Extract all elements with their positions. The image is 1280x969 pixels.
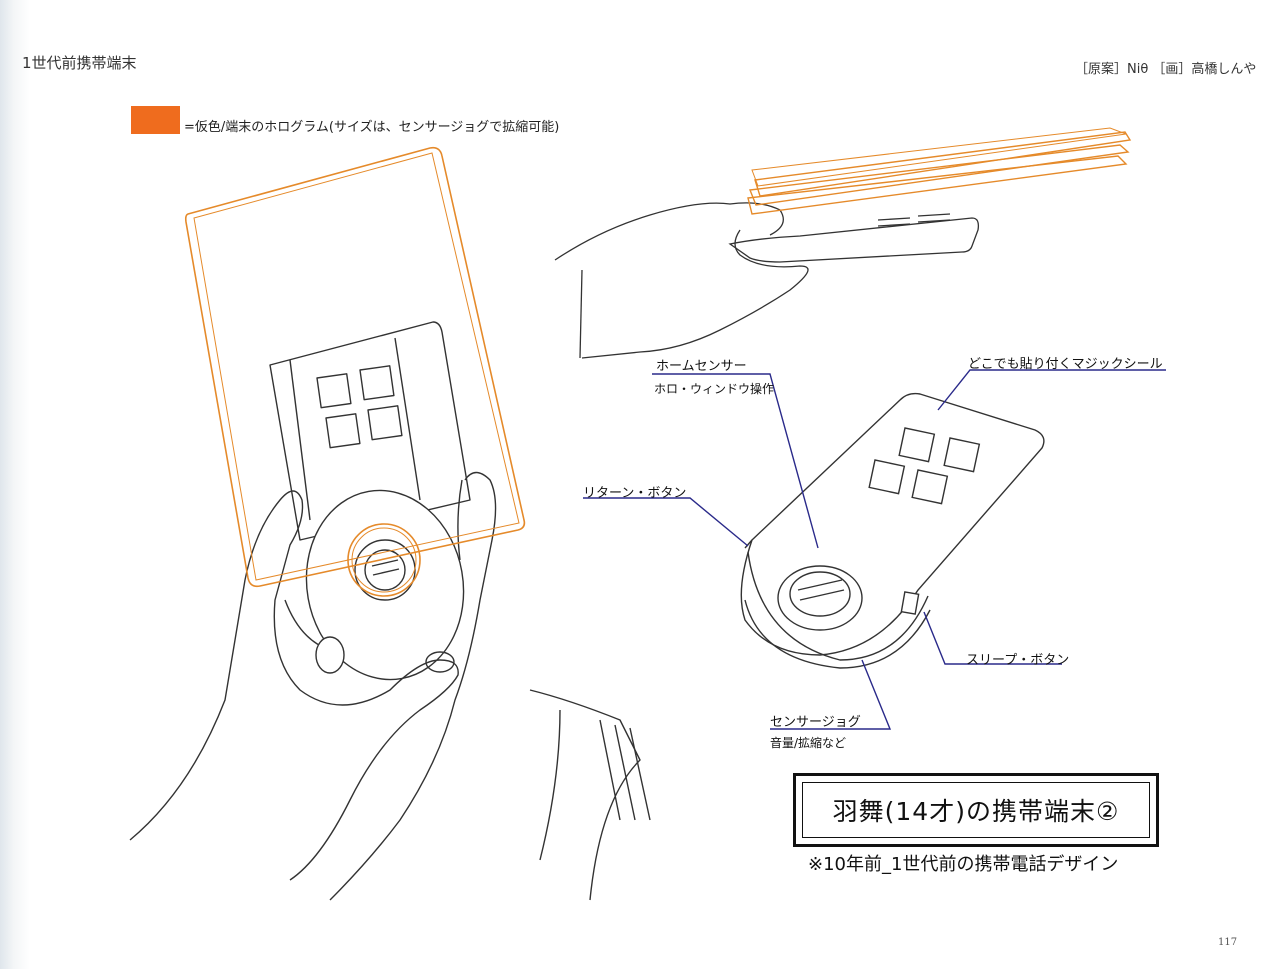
left-illustration (129, 321, 651, 901)
title-text: 羽舞(14才)の携帯端末② (802, 782, 1150, 838)
hologram-frame (184, 146, 526, 597)
leader-lines (583, 369, 1166, 730)
credits: ［原案］Niθ ［画］高橋しんや (1075, 62, 1257, 77)
label-home-sensor: ホームセンサー (656, 359, 747, 374)
sublabel-sensor-jog: 音量/拡縮など (770, 736, 847, 750)
label-sleep-button: スリープ・ボタン (966, 653, 1070, 668)
right-device (740, 392, 1045, 669)
top-right-illustration (554, 202, 980, 359)
label-return-button: リターン・ボタン (583, 486, 687, 501)
color-swatch (131, 106, 180, 134)
label-magic-seal: どこでも貼り付くマジックシール (968, 357, 1163, 372)
legend-text: =仮色/端末のホログラム(サイズは、センサージョグで拡縮可能) (184, 120, 560, 135)
label-sensor-jog: センサージョグ (770, 715, 861, 730)
sublabel-home-sensor: ホロ・ウィンドウ操作 (654, 382, 775, 396)
caption: ※10年前_1世代前の携帯電話デザイン (808, 854, 1119, 875)
page-number: 117 (1218, 937, 1238, 948)
title-box: 羽舞(14才)の携帯端末② (793, 773, 1159, 847)
section-title: 1世代前携帯端末 (22, 54, 137, 72)
hologram-stacks (747, 127, 1132, 215)
